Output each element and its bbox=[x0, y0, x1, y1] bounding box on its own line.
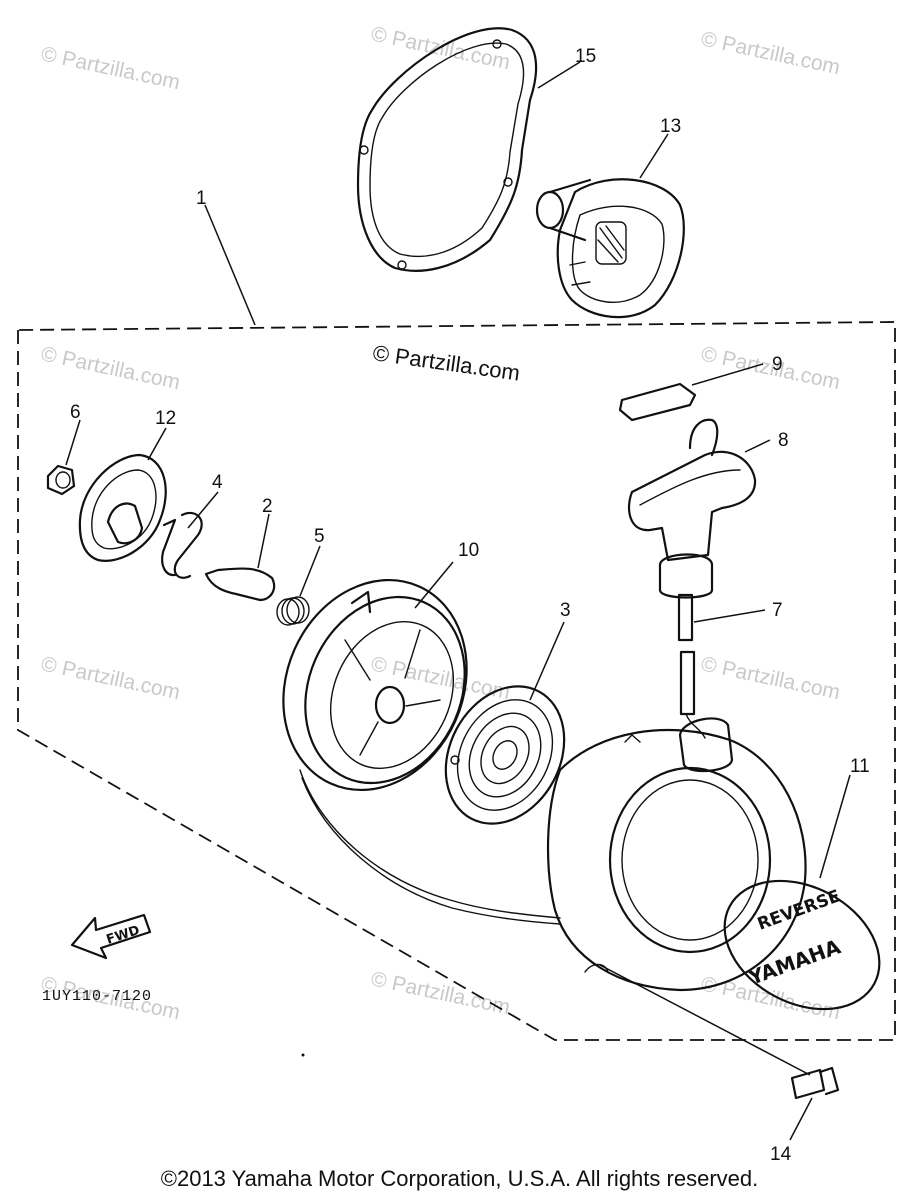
starter-cable bbox=[299, 769, 561, 925]
starter-handle-part-8 bbox=[627, 418, 757, 599]
sheave-drum-part-10 bbox=[282, 578, 468, 792]
leader-lines bbox=[65, 61, 851, 1141]
watermark: © Partzilla.com bbox=[369, 652, 512, 704]
callout-3: 3 bbox=[560, 600, 571, 621]
starter-case bbox=[546, 717, 807, 992]
watermark: © Partzilla.com bbox=[369, 967, 512, 1019]
callout-15: 15 bbox=[575, 46, 596, 67]
callout-5: 5 bbox=[314, 526, 325, 547]
callout-8: 8 bbox=[778, 430, 789, 451]
drive-pulley-part-13 bbox=[535, 178, 685, 319]
emblem-brand: YAMAHA bbox=[745, 934, 845, 990]
nut-part-6 bbox=[46, 464, 76, 496]
gasket-part-15 bbox=[356, 27, 538, 272]
watermark: © Partzilla.com bbox=[699, 342, 842, 394]
fwd-arrow: FWD bbox=[70, 913, 152, 960]
callout-2: 2 bbox=[262, 496, 273, 517]
spring-clip-part-4 bbox=[161, 511, 203, 579]
bolt-part-14 bbox=[790, 1066, 840, 1100]
watermark: © Partzilla.com bbox=[699, 27, 842, 79]
speck bbox=[301, 1053, 305, 1057]
callout-13: 13 bbox=[660, 116, 681, 137]
callout-12: 12 bbox=[155, 408, 176, 429]
spring-part-5 bbox=[276, 596, 310, 626]
callout-14: 14 bbox=[770, 1144, 792, 1165]
watermark: © Partzilla.com bbox=[39, 652, 182, 704]
callout-11: 11 bbox=[850, 756, 870, 777]
callout-1: 1 bbox=[196, 188, 207, 209]
recoil-spring-part-3 bbox=[444, 685, 566, 825]
pawl-part-2 bbox=[204, 567, 276, 602]
watermark: © Partzilla.com bbox=[39, 42, 182, 94]
grip-cap-part-9 bbox=[618, 382, 697, 422]
emblem-word: REVERSE bbox=[755, 886, 843, 934]
callout-4: 4 bbox=[212, 472, 223, 493]
callout-7: 7 bbox=[772, 600, 783, 621]
watermark: © Partzilla.com bbox=[39, 342, 182, 394]
center-watermark: © Partzilla.com bbox=[371, 340, 521, 385]
callout-10: 10 bbox=[458, 540, 479, 561]
emblem-part-11: REVERSE YAMAHA bbox=[723, 879, 881, 1011]
friction-plate-part-12 bbox=[78, 453, 167, 562]
starter-rope-part-7 bbox=[677, 593, 706, 739]
copyright-notice: ©2013 Yamaha Motor Corporation, U.S.A. A… bbox=[160, 1166, 759, 1191]
callout-numbers: 1 2 3 4 5 6 7 8 9 10 11 12 13 14 15 bbox=[70, 46, 870, 1165]
watermark: © Partzilla.com bbox=[699, 652, 842, 704]
callout-6: 6 bbox=[70, 402, 81, 423]
part-code: 1UY110-7120 bbox=[42, 988, 152, 1005]
callout-9: 9 bbox=[772, 354, 783, 375]
